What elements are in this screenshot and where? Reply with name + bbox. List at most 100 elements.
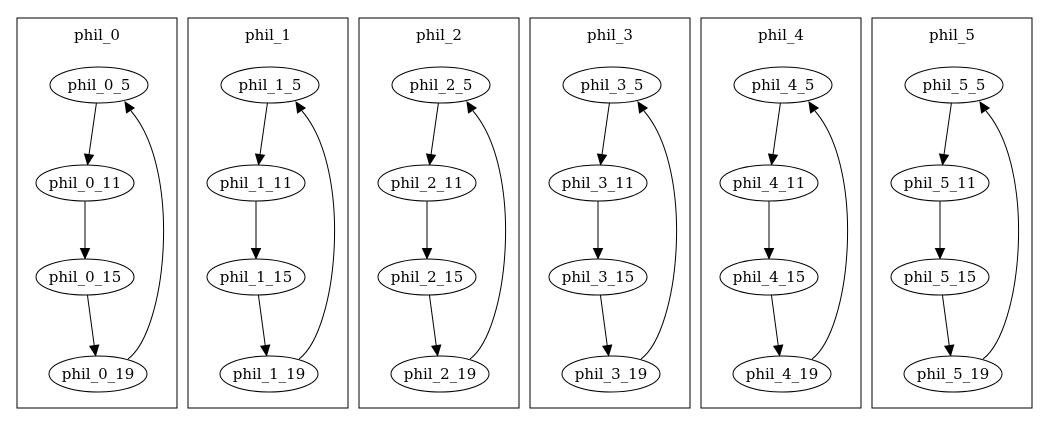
node-label: phil_2_15 (391, 268, 464, 286)
node-label: phil_1_5 (239, 76, 302, 94)
node-label: phil_5_15 (904, 268, 977, 286)
node-phil_1_15: phil_1_15 (206, 258, 306, 296)
arrowhead-icon (943, 344, 955, 357)
node-label: phil_2_11 (391, 174, 464, 192)
cluster-box (700, 17, 862, 409)
arrowhead-icon (601, 344, 613, 357)
arrowhead-icon (250, 248, 262, 260)
node-label: phil_0_19 (62, 365, 135, 383)
node-ellipse (733, 66, 833, 104)
cluster-box (16, 17, 178, 409)
arrowhead-icon (808, 100, 820, 114)
arrowhead-icon (767, 153, 779, 166)
node-ellipse (890, 164, 990, 202)
node-label: phil_5_11 (904, 174, 977, 192)
node-label: phil_0_11 (49, 174, 122, 192)
arrowhead-icon (466, 100, 478, 114)
node-phil_1_11: phil_1_11 (206, 164, 306, 202)
cluster-box (871, 17, 1033, 409)
node-ellipse (561, 355, 661, 393)
cluster-box (187, 17, 349, 409)
node-ellipse (219, 355, 319, 393)
node-phil_2_5: phil_2_5 (391, 66, 491, 104)
node-ellipse (49, 66, 149, 104)
node-phil_0_11: phil_0_11 (35, 164, 135, 202)
node-ellipse (220, 66, 320, 104)
node-phil_4_19: phil_4_19 (732, 355, 832, 393)
node-label: phil_4_19 (746, 365, 819, 383)
cluster-title: phil_2 (416, 26, 462, 44)
node-phil_2_11: phil_2_11 (377, 164, 477, 202)
node-phil_0_19: phil_0_19 (48, 355, 148, 393)
arrowhead-icon (938, 153, 950, 166)
cluster-title: phil_5 (929, 26, 975, 44)
node-ellipse (390, 355, 490, 393)
node-ellipse (35, 164, 135, 202)
node-ellipse (206, 164, 306, 202)
node-ellipse (732, 355, 832, 393)
arrowhead-icon (596, 153, 608, 166)
edge-phil_0_19-to-phil_0_5 (127, 110, 165, 360)
node-label: phil_1_19 (233, 365, 306, 383)
node-label: phil_4_15 (733, 268, 806, 286)
node-ellipse (206, 258, 306, 296)
edge-phil_3_19-to-phil_3_5 (640, 110, 678, 360)
node-ellipse (391, 66, 491, 104)
node-label: phil_2_5 (410, 76, 473, 94)
cluster-phil_5: phil_5 phil_5_5 phil_5_11 phil_5_15 phil_5_1… (871, 17, 1033, 409)
node-ellipse (35, 258, 135, 296)
node-label: phil_0_5 (68, 76, 131, 94)
edge-phil_1_19-to-phil_1_5 (298, 110, 336, 360)
cluster-phil_1: phil_1phil_1_5phil_1_11phil_1_15phil_1_1… (187, 17, 349, 409)
node-label: phil_5_19 (917, 365, 990, 383)
arrowhead-icon (254, 153, 266, 166)
node-phil_3_15: phil_3_15 (548, 258, 648, 296)
arrowhead-icon (79, 248, 91, 260)
cluster-box (358, 17, 520, 409)
node-label: phil_1_15 (220, 268, 293, 286)
node-ellipse (903, 355, 1003, 393)
arrowhead-icon (259, 344, 271, 357)
node-ellipse (48, 355, 148, 393)
arrowhead-icon (592, 248, 604, 260)
arrowhead-icon (934, 248, 946, 260)
arrowhead-icon (772, 344, 784, 357)
node-label: phil_3_15 (562, 268, 635, 286)
node-label: phil_0_15 (49, 268, 122, 286)
node-phil_0_15: phil_0_15 (35, 258, 135, 296)
node-phil_5_5: phil_5_5 (904, 66, 1004, 104)
node-phil_5_19: phil_5_19 (903, 355, 1003, 393)
cluster-phil_3: phil_3phil_3_5phil_3_11phil_3_15phil_3_1… (529, 17, 691, 409)
node-label: phil_4_5 (752, 76, 815, 94)
arrowhead-icon (124, 100, 136, 114)
edge-phil_2_19-to-phil_2_5 (469, 110, 507, 360)
cluster-title: phil_3 (587, 26, 633, 44)
node-phil_3_5: phil_3_5 (562, 66, 662, 104)
node-phil_1_19: phil_1_19 (219, 355, 319, 393)
arrowhead-icon (88, 344, 100, 357)
arrowhead-icon (763, 248, 775, 260)
node-phil_1_5: phil_1_5 (220, 66, 320, 104)
node-phil_4_5: phil_4_5 (733, 66, 833, 104)
arrowhead-icon (430, 344, 442, 357)
arrowhead-icon (421, 248, 433, 260)
edge-phil_5_19-to-phil_5_5 (982, 110, 1020, 360)
node-ellipse (890, 258, 990, 296)
cluster-phil_2: phil_2phil_2_5phil_2_11phil_2_15phil_2_1… (358, 17, 520, 409)
node-phil_3_11: phil_3_11 (548, 164, 648, 202)
arrowhead-icon (83, 153, 95, 166)
node-label: phil_1_11 (220, 174, 293, 192)
node-phil_5_15: phil_5_15 (890, 258, 990, 296)
node-label: phil_5_5 (923, 76, 986, 94)
node-phil_4_15: phil_4_15 (719, 258, 819, 296)
node-label: phil_4_11 (733, 174, 806, 192)
node-ellipse (548, 258, 648, 296)
node-phil_5_11: phil_5_11 (890, 164, 990, 202)
arrowhead-icon (295, 100, 307, 114)
node-label: phil_3_5 (581, 76, 644, 94)
cluster-title: phil_4 (758, 26, 804, 44)
node-ellipse (904, 66, 1004, 104)
node-ellipse (562, 66, 662, 104)
cluster-box (529, 17, 691, 409)
